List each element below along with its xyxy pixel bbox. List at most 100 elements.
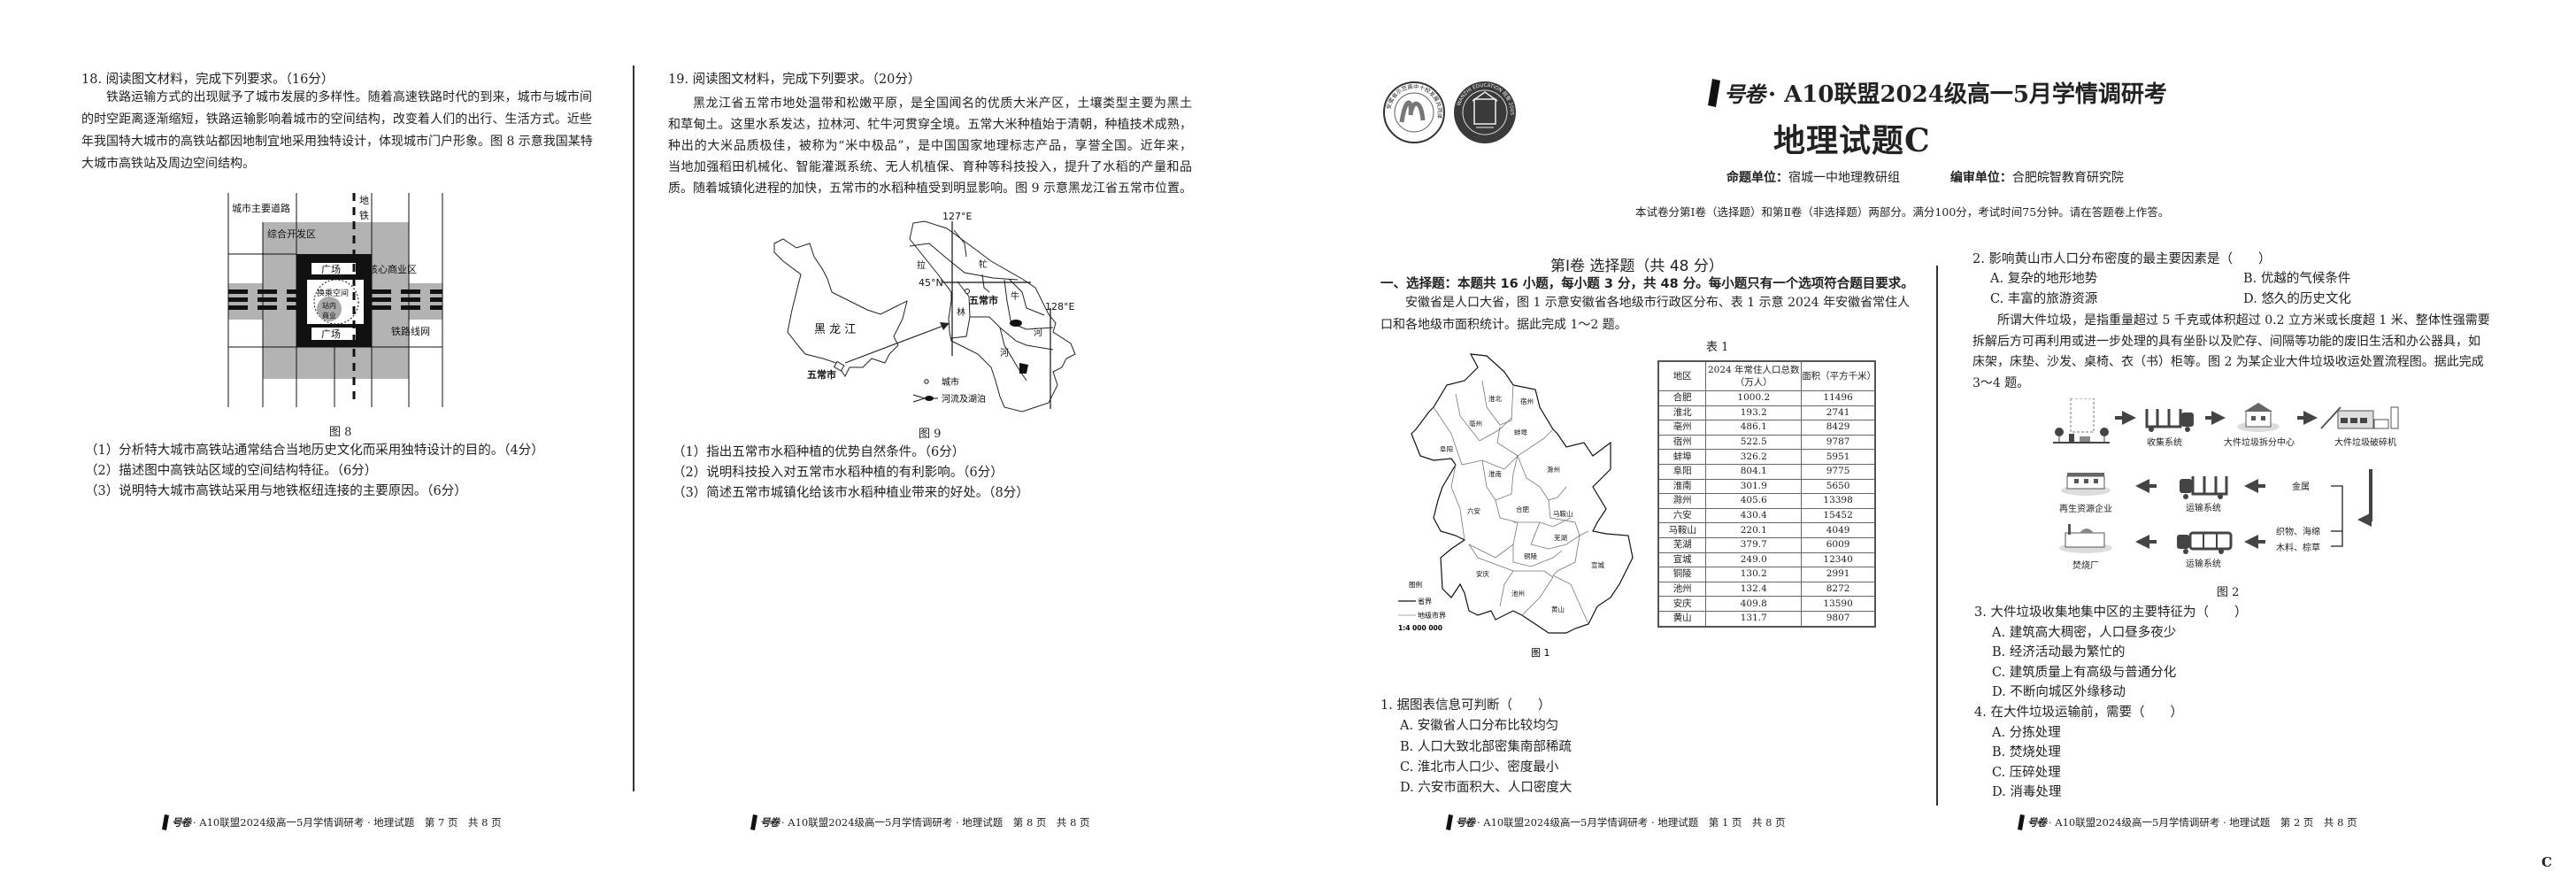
population-cell: 430.4 bbox=[1705, 507, 1803, 524]
option-b[interactable]: B. 人口大致北部密集南部稀疏 bbox=[1400, 739, 1572, 754]
option-a[interactable]: A. 安徽省人口分布比较均匀 bbox=[1400, 719, 1559, 734]
label-recycle: 再生资源企业 bbox=[2059, 503, 2112, 514]
figure-1-caption: 图 1 bbox=[1531, 647, 1550, 659]
incinerator-icon bbox=[2059, 524, 2112, 553]
option-c[interactable]: C. 压碎处理 bbox=[1992, 765, 2061, 780]
city-label: 马鞍山 bbox=[1553, 509, 1573, 518]
area-cell: 2991 bbox=[1801, 567, 1876, 582]
footer-text: · A10联盟2024级高一5月学情调研考 · 地理试题 第 8 页 共 8 页 bbox=[781, 816, 1090, 829]
question-19-material: 黑龙江省五常市地处温带和松嫩平原，是全国闻名的优质大米产区，土壤类型主要为黑土 … bbox=[668, 93, 1192, 199]
map-scale: 1:4 000 000 bbox=[1398, 624, 1442, 632]
label-wood: 木料、棕草 bbox=[2276, 542, 2320, 553]
option-b[interactable]: B. 焚烧处理 bbox=[1992, 745, 2061, 760]
subquestion: （1）分析特大城市高铁站通常结合当地历史文化而采用独特设计的目的。（4分） bbox=[85, 444, 544, 458]
area-cell: 13590 bbox=[1801, 596, 1876, 612]
paragraph-line: 铁路运输方式的出现赋予了城市发展的多样性。随着高速铁路时代的到来，城市与城市间 bbox=[106, 90, 592, 104]
label-river: 河 bbox=[1034, 328, 1042, 338]
option-d[interactable]: D. 消毒处理 bbox=[1992, 785, 2062, 800]
population-cell: 301.9 bbox=[1705, 478, 1803, 495]
city-label: 蚌埠 bbox=[1514, 428, 1528, 436]
option-b[interactable]: B. 优越的气候条件 bbox=[2243, 272, 2351, 286]
option-a[interactable]: A. 建筑高大稠密，人口昼多夜少 bbox=[1992, 625, 2177, 640]
truck-icon bbox=[2180, 476, 2228, 499]
figure-2-flowchart: 收集系统 大件垃圾拆分中心 大件垃圾破碎机 金属 织物、海绵 木料、棕草 bbox=[2053, 398, 2399, 571]
population-cell: 804.1 bbox=[1705, 463, 1803, 480]
area-cell: 5951 bbox=[1801, 449, 1876, 465]
region-cell: 六安 bbox=[1657, 507, 1707, 524]
label-crusher: 大件垃圾破碎机 bbox=[2334, 436, 2396, 448]
option-d[interactable]: D. 不断向城区外缘移动 bbox=[1992, 685, 2126, 700]
question-18-subquestions: （1）分析特大城市高铁站通常结合当地历史文化而采用独特设计的目的。（4分） （2… bbox=[85, 441, 544, 502]
label-wuchang: 五常市 bbox=[807, 368, 836, 381]
population-cell: 249.0 bbox=[1705, 551, 1803, 568]
city-labels: 淮北 宿州 亳州 蚌埠 阜阳 滁州 淮南 六安 合肥 马鞍山 芜湖 铜陵 宣城 … bbox=[1440, 394, 1605, 613]
table-1-caption: 表 1 bbox=[1706, 341, 1729, 354]
reviewer-label: 编审单位： bbox=[1949, 171, 2012, 185]
residential-building-icon bbox=[2053, 398, 2110, 444]
label-metal: 金属 bbox=[2292, 481, 2310, 492]
option-a[interactable]: A. 分拣处理 bbox=[1992, 725, 2061, 740]
city-label: 淮北 bbox=[1488, 394, 1503, 403]
table-header-row: 地区 2024 年常住人口总数（万人） 面积（平方千米） bbox=[1657, 360, 1876, 391]
label-province: 黑 龙 江 bbox=[814, 323, 856, 336]
question-18-title: 18. 阅读图文材料，完成下列要求。（16分） bbox=[81, 73, 334, 87]
city-label: 宿州 bbox=[1520, 397, 1534, 405]
region-cell: 亳州 bbox=[1657, 420, 1707, 436]
question-19-title: 19. 阅读图文材料，完成下列要求。（20分） bbox=[668, 73, 921, 87]
label-incinerator: 焚烧厂 bbox=[2072, 559, 2099, 571]
author-label: 命题单位： bbox=[1726, 171, 1788, 185]
subquestion: （3）简述五常市城镇化给该市水稻种植业带来的好处。（8分） bbox=[673, 486, 1029, 500]
label-transport: 运输系统 bbox=[2186, 502, 2221, 513]
paragraph-line: 口和各地级市面积统计。据此完成 1～2 题。 bbox=[1380, 318, 1627, 332]
column-header: 面积（平方千米） bbox=[1801, 360, 1876, 391]
label-rail-net: 铁路线网 bbox=[391, 325, 430, 337]
subquestion: （1）指出五常市水稻种植的优势自然条件。（6分） bbox=[673, 445, 965, 459]
area-cell: 6009 bbox=[1801, 536, 1876, 553]
city-label: 阜阳 bbox=[1440, 444, 1453, 453]
label-plaza: 广场 bbox=[321, 263, 341, 275]
subquestion: （3）说明特大城市高铁站采用与地铁枢纽连接的主要原因。（6分） bbox=[85, 484, 467, 498]
region-cell: 合肥 bbox=[1657, 390, 1707, 406]
option-c[interactable]: C. 建筑质量上有高级与普通分化 bbox=[1992, 665, 2177, 680]
question-4-stem: 4. 在大件垃圾运输前，需要（ ） bbox=[1974, 705, 2183, 720]
option-a[interactable]: A. 复杂的地形地势 bbox=[1990, 272, 2098, 286]
paragraph-line: 当地加强稻田机械化、智能灌溉系统、无人机植保、育种等科技投入，提升了水稻的产量和… bbox=[668, 160, 1192, 174]
legend-city-label: 地级市界 bbox=[1418, 611, 1446, 620]
region-cell: 铜陵 bbox=[1657, 567, 1707, 582]
page-footer: 号卷 · A10联盟2024级高一5月学情调研考 · 地理试题 第 7 页 共 … bbox=[162, 814, 502, 830]
population-cell: 486.1 bbox=[1705, 420, 1803, 436]
brush-logo-icon bbox=[1708, 78, 1720, 107]
population-cell: 130.2 bbox=[1705, 567, 1803, 582]
option-b[interactable]: B. 经济活动最为繁忙的 bbox=[1992, 645, 2126, 660]
label-dismantle: 大件垃圾拆分中心 bbox=[2224, 436, 2295, 448]
subject-title: 地理试题C bbox=[1773, 122, 1931, 159]
area-cell: 13398 bbox=[1801, 493, 1876, 509]
subquestion: （2）描述图中高铁站区域的空间结构特征。（6分） bbox=[85, 464, 378, 478]
question-1: 1. 据图表信息可判断（ ） A. 安徽省人口分布比较均匀 B. 人口大致北部密… bbox=[1380, 696, 1572, 798]
label-collect: 收集系统 bbox=[2147, 436, 2182, 448]
brand-logo: 号卷 bbox=[2027, 816, 2047, 829]
region-cell: 阜阳 bbox=[1657, 463, 1707, 480]
legend-title: 图例 bbox=[1409, 580, 1422, 589]
label-metro: 铁 bbox=[359, 210, 369, 221]
subquestion: （2）说明科技投入对五常市水稻种植的有利影响。（6分） bbox=[673, 466, 1003, 480]
dismantle-center-icon bbox=[2237, 403, 2280, 432]
question-2-stem: 2. 影响黄山市人口分布密度的最主要因素是（ ） bbox=[1972, 252, 2272, 266]
option-d[interactable]: D. 六安市面积大、人口密度大 bbox=[1400, 781, 1573, 796]
label-river: 拉 bbox=[917, 259, 926, 271]
question-3-stem: 3. 大件垃圾收集地集中区的主要特征为（ ） bbox=[1974, 605, 2248, 620]
option-d[interactable]: D. 悠久的历史文化 bbox=[2243, 292, 2351, 306]
population-cell: 132.4 bbox=[1705, 581, 1803, 598]
option-c[interactable]: C. 淮北市人口少、密度最小 bbox=[1400, 760, 1559, 775]
label-metro: 地 bbox=[359, 195, 369, 206]
city-label: 铜陵 bbox=[1524, 551, 1538, 560]
page-footer: 号卷 · A10联盟2024级高一5月学情调研考 · 地理试题 第 8 页 共 … bbox=[750, 814, 1090, 830]
region-cell: 黄山 bbox=[1657, 610, 1707, 628]
option-c[interactable]: C. 丰富的旅游资源 bbox=[1990, 292, 2098, 306]
label-river: 牤 bbox=[979, 258, 988, 270]
